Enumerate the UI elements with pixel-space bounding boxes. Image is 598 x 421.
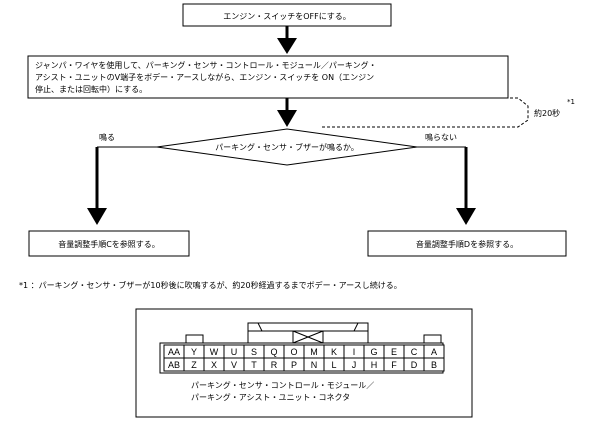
arrow-step2-to-decision bbox=[277, 98, 297, 127]
result-no-text: 音量調整手順Dを参照する。 bbox=[416, 239, 518, 249]
step2-line2: アシスト・ユニットのV端子をボデー・アースしながら、エンジン・スイッチを ON（… bbox=[35, 72, 374, 82]
result-yes-text: 音量調整手順Cを参照する。 bbox=[58, 239, 160, 249]
decision-diamond: パーキング・センサ・ブザーが鳴るか。 bbox=[156, 128, 418, 166]
pin-label: N bbox=[311, 360, 318, 370]
pin-label: K bbox=[331, 347, 337, 357]
pin-label: G bbox=[370, 347, 377, 357]
branch-no-label: 鳴らない bbox=[425, 132, 457, 142]
pin-label: Y bbox=[191, 347, 197, 357]
pin-label: A bbox=[431, 347, 437, 357]
pin-label: R bbox=[271, 360, 278, 370]
pin-label: J bbox=[352, 360, 357, 370]
step2-line1: ジャンパ・ワイヤを使用して、パーキング・センサ・コントロール・モジュール／パーキ… bbox=[35, 60, 377, 70]
pin-label: Z bbox=[191, 360, 197, 370]
pin-label: B bbox=[431, 360, 437, 370]
pin-label: L bbox=[331, 360, 336, 370]
pin-label: S bbox=[251, 347, 257, 357]
step2-line3: 停止、または回転中）にする。 bbox=[35, 84, 147, 94]
connector-caption-line1: パーキング・センサ・コントロール・モジュール／ bbox=[191, 380, 374, 390]
pin-label: D bbox=[411, 360, 418, 370]
pin-label: W bbox=[210, 347, 219, 357]
pin-label: X bbox=[211, 360, 217, 370]
result-no-box: 音量調整手順Dを参照する。 bbox=[367, 230, 567, 257]
pin-cell bbox=[423, 357, 445, 372]
connector-pin-grid: AA Y W U S Q O M K I G E C A AB Z X V T R P N L J H F D B bbox=[163, 344, 445, 372]
footnote: *1 ：パーキング・センサ・ブザーが10秒後に吹鳴するが、約20秒経過するまでボ… bbox=[19, 280, 402, 290]
pin-label: AA bbox=[168, 347, 180, 357]
pin-label: M bbox=[310, 347, 318, 357]
connector-diagram: AA Y W U S Q O M K I G E C A AB Z X V T R P N L J H F D B パーキング・センサ… bbox=[135, 308, 473, 418]
pin-label: H bbox=[371, 360, 378, 370]
pin-label: V bbox=[231, 360, 237, 370]
decision-text: パーキング・センサ・ブザーが鳴るか。 bbox=[215, 142, 359, 152]
pin-label: E bbox=[391, 347, 397, 357]
pin-label: P bbox=[291, 360, 297, 370]
arrow-step1-to-step2 bbox=[277, 26, 297, 54]
branch-yes: 鳴る bbox=[87, 132, 157, 225]
pin-label: F bbox=[391, 360, 397, 370]
connector-caption-line2: パーキング・アシスト・ユニット・コネクタ bbox=[191, 392, 350, 402]
wait-duration-label: 約20秒 bbox=[534, 108, 560, 118]
pin-label: T bbox=[251, 360, 257, 370]
pin-label: C bbox=[411, 347, 418, 357]
pin-label: O bbox=[290, 347, 297, 357]
wait-bracket: 約20秒 *1 bbox=[320, 97, 575, 128]
pin-label: I bbox=[353, 347, 356, 357]
pin-label: Q bbox=[270, 347, 277, 357]
pin-label: AB bbox=[168, 360, 180, 370]
step1-box: エンジン・スイッチをOFFにする。 bbox=[182, 3, 392, 27]
wait-note-marker: *1 bbox=[567, 98, 575, 106]
branch-yes-label: 鳴る bbox=[99, 132, 115, 142]
step2-box: ジャンパ・ワイヤを使用して、パーキング・センサ・コントロール・モジュール／パーキ… bbox=[27, 55, 509, 99]
branch-no: 鳴らない bbox=[417, 132, 476, 225]
pin-label: U bbox=[231, 347, 238, 357]
result-yes-box: 音量調整手順Cを参照する。 bbox=[28, 230, 190, 257]
step1-text: エンジン・スイッチをOFFにする。 bbox=[223, 12, 351, 21]
